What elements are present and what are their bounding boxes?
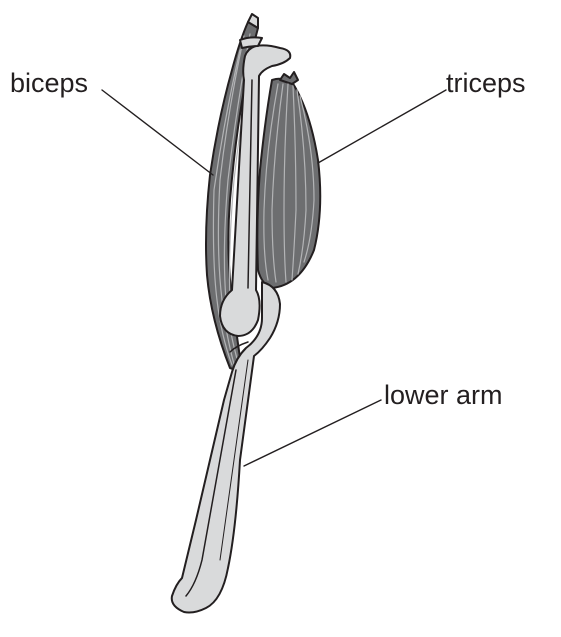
lower-arm-leader-line xyxy=(244,400,381,466)
triceps-muscle xyxy=(257,72,320,288)
biceps-leader-line xyxy=(102,90,213,175)
triceps-label: triceps xyxy=(446,70,526,97)
lower-arm-label: lower arm xyxy=(384,382,503,409)
triceps-leader-line xyxy=(318,90,446,163)
biceps-label: biceps xyxy=(10,70,88,97)
